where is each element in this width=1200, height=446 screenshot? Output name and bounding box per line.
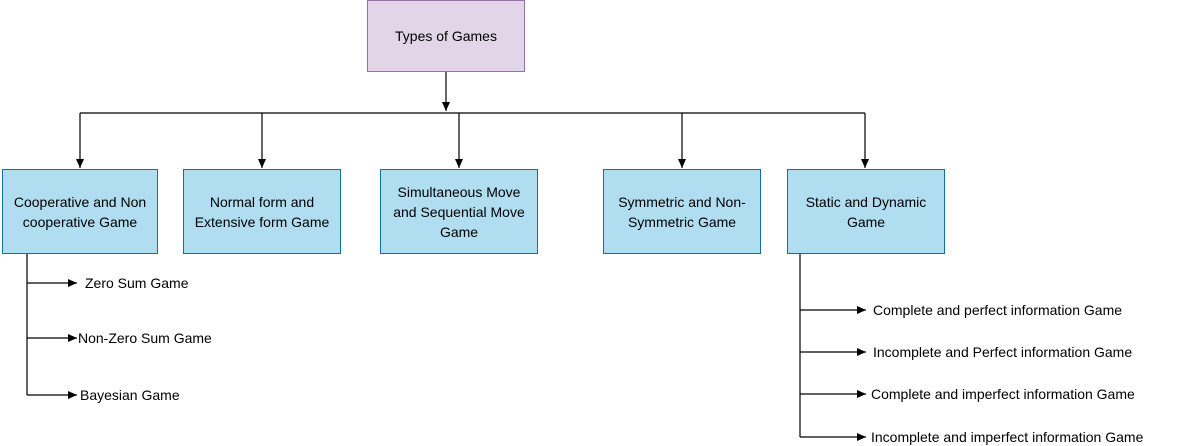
subtype-bayesian-game: Bayesian Game (80, 387, 180, 403)
category-cooperative-non-cooperative: Cooperative and Non cooperative Game (2, 169, 158, 254)
category-static-dynamic: Static and Dynamic Game (787, 169, 945, 254)
category-label: Cooperative and Non cooperative Game (13, 193, 147, 230)
category-label: Simultaneous Move and Sequential Move Ga… (393, 183, 525, 240)
subtype-complete-perfect-information: Complete and perfect information Game (873, 302, 1123, 318)
category-simultaneous-sequential-move: Simultaneous Move and Sequential Move Ga… (380, 169, 538, 254)
subtype-incomplete-perfect-information: Incomplete and Perfect information Game (873, 344, 1133, 360)
subtype-complete-imperfect-information: Complete and imperfect information Game (871, 386, 1135, 402)
subtype-non-zero-sum-game: Non-Zero Sum Game (78, 330, 212, 346)
category-label: Static and Dynamic Game (805, 193, 927, 230)
category-label: Normal form and Extensive form Game (194, 193, 330, 230)
root-node-types-of-games: Types of Games (367, 0, 525, 72)
subtype-zero-sum-game: Zero Sum Game (85, 275, 189, 291)
category-symmetric-non-symmetric: Symmetric and Non-Symmetric Game (603, 169, 761, 254)
root-node-label: Types of Games (395, 28, 497, 44)
category-label: Symmetric and Non-Symmetric Game (618, 193, 746, 230)
category-normal-extensive-form: Normal form and Extensive form Game (183, 169, 341, 254)
subtype-incomplete-imperfect-information: Incomplete and imperfect information Gam… (871, 429, 1144, 445)
